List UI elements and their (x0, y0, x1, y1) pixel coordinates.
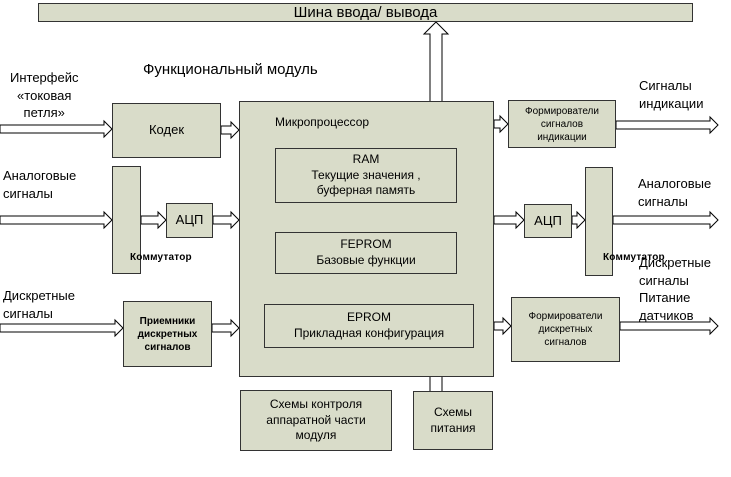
eprom-label: EPROM Прикладная конфигурация (293, 310, 445, 340)
adc-out-label: АЦП (534, 212, 562, 228)
adc-out-block: АЦП (524, 204, 572, 238)
output-analog-label: Аналоговые сигналы (638, 176, 712, 209)
output-switch-block (585, 167, 613, 276)
hw-control-block: Схемы контроля аппаратной части модуля (240, 390, 392, 451)
indication-formers-block: Формирователи сигналов индикации (508, 100, 616, 148)
codec-block: Кодек (112, 103, 221, 158)
module-title: Функциональный модуль (143, 61, 318, 78)
output-indication-label: Сигналы индикации (639, 78, 704, 111)
arrow-adc-to-cpu (212, 210, 240, 230)
power-block: Схемы питания (413, 391, 493, 450)
output-switch-label: Коммутатор (603, 252, 665, 263)
input-current-loop-label: Интерфейс «токовая петля» (10, 70, 79, 121)
input-discrete-label: Дискретные сигналы (3, 288, 75, 321)
arrow-switch-to-adc (140, 210, 167, 230)
ram-label: RAM Текущие значения , буферная память (311, 152, 421, 198)
io-bus-label: Шина ввода/ вывода (293, 3, 438, 21)
adc-in-label: АЦП (175, 212, 204, 228)
indication-formers-label: Формирователи сигналов индикации (525, 105, 599, 143)
arrow-discrete-to-receivers (0, 318, 124, 338)
arrow-adc-to-switch (571, 210, 586, 230)
ram-block: RAM Текущие значения , буферная память (275, 148, 457, 203)
arrow-cpu-to-indication (493, 114, 509, 134)
receivers-block: Приемники дискретных сигналов (123, 301, 212, 367)
input-switch-label: Коммутатор (130, 252, 192, 263)
discrete-formers-label: Формирователи дискретных сигналов (528, 311, 603, 348)
discrete-formers-block: Формирователи дискретных сигналов (511, 297, 620, 362)
io-bus: Шина ввода/ вывода (38, 3, 693, 22)
arrow-codec-to-cpu (220, 120, 240, 140)
codec-label: Кодек (148, 122, 185, 138)
output-discrete-label: Дискретные сигналы Питание датчиков (639, 255, 711, 323)
receivers-label: Приемники дискретных сигналов (137, 315, 198, 353)
input-analog-label: Аналоговые сигналы (3, 168, 77, 201)
microprocessor-label: Микропроцессор (275, 115, 370, 129)
feprom-label: FEPROM Базовые функции (316, 237, 416, 267)
input-switch-block (112, 166, 141, 274)
arrow-cpu-to-adc (493, 210, 525, 230)
arrow-indication-out (615, 115, 719, 135)
arrow-discrete-out (619, 316, 719, 336)
arrow-analog-out (612, 210, 719, 230)
power-label: Схемы питания (430, 404, 476, 435)
eprom-block: EPROM Прикладная конфигурация (264, 304, 474, 348)
arrow-analog-to-switch (0, 210, 113, 230)
hw-control-label: Схемы контроля аппаратной части модуля (266, 397, 366, 443)
arrow-cpu-to-discrete-formers (493, 316, 512, 336)
arrow-loop-to-codec (0, 119, 113, 139)
adc-in-block: АЦП (166, 203, 213, 238)
arrow-receivers-to-cpu (211, 318, 240, 338)
feprom-block: FEPROM Базовые функции (275, 232, 457, 274)
